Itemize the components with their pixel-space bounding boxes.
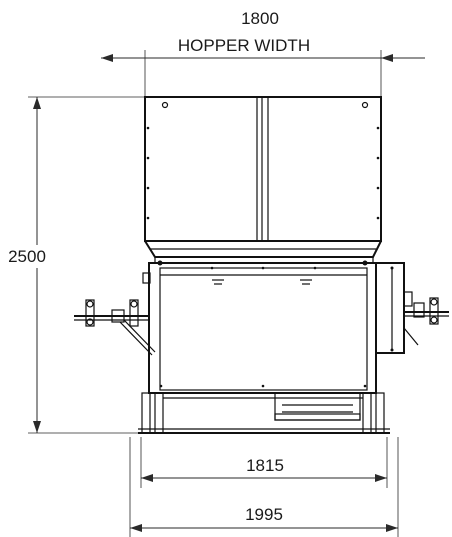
- hopper-taper: [144, 240, 382, 264]
- height-dimension: 2500: [8, 96, 145, 434]
- inner-width-value: 1815: [246, 456, 284, 475]
- discharge-chute: [274, 393, 361, 421]
- hopper-width-dimension: 1800 HOPPER WIDTH: [101, 9, 425, 97]
- height-value: 2500: [8, 247, 46, 266]
- hopper-upper: [144, 96, 382, 242]
- control-box: [375, 262, 405, 354]
- machine-body: [148, 260, 377, 394]
- hopper-width-value: 1800: [241, 9, 279, 28]
- hopper-width-label: HOPPER WIDTH: [178, 36, 310, 55]
- outer-width-dimension: 1995: [129, 437, 399, 537]
- inner-width-dimension: 1815: [140, 437, 388, 488]
- right-valve-assembly: [403, 291, 449, 346]
- base-frame: [138, 392, 390, 434]
- left-valve-assembly: [74, 272, 156, 356]
- outer-width-value: 1995: [245, 505, 283, 524]
